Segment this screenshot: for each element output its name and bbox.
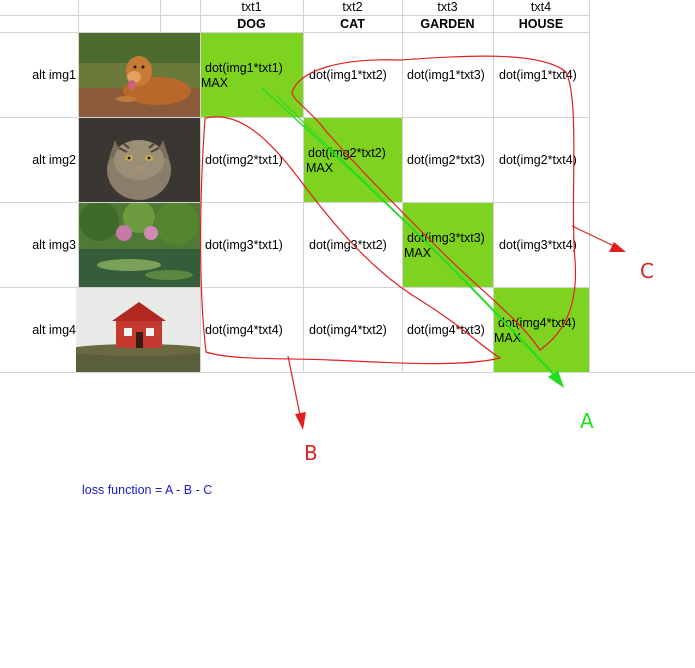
cell-img2-txt4[interactable]: dot(img2*txt4) [499, 153, 577, 167]
cell-img4-txt3[interactable]: dot(img4*txt3) [407, 323, 485, 337]
cell-img3-txt1[interactable]: dot(img3*txt1) [205, 238, 283, 252]
annotation-label-b: B [304, 441, 318, 465]
row-label-img3[interactable]: alt img3 [32, 238, 76, 252]
column-id-txt2[interactable]: txt2 [342, 0, 363, 14]
column-id-txt1[interactable]: txt1 [241, 0, 262, 14]
column-name-house[interactable]: HOUSE [518, 17, 564, 31]
house-photo [76, 288, 200, 372]
gridline [589, 0, 590, 372]
gridline [160, 0, 161, 32]
cell-value: dot(img2*txt2) [308, 146, 386, 160]
max-label: MAX [404, 246, 432, 260]
gridline [0, 32, 590, 33]
cell-value: dot(img1*txt1) [205, 61, 283, 75]
row-label-img2[interactable]: alt img2 [32, 153, 76, 167]
cell-img4-txt2[interactable]: dot(img4*txt2) [309, 323, 387, 337]
gridline [78, 0, 79, 372]
annotation-label-a: A [580, 409, 594, 433]
cell-value: dot(img3*txt3) [407, 231, 485, 245]
max-label: MAX [306, 161, 334, 175]
cell-value: dot(img4*txt4) [498, 316, 576, 330]
cell-img3-txt4[interactable]: dot(img3*txt4) [499, 238, 577, 252]
gridline [0, 372, 695, 373]
cell-img2-txt2[interactable]: dot(img2*txt2) MAX [304, 118, 402, 202]
annotation-label-c: C [640, 259, 654, 283]
max-label: MAX [201, 76, 229, 90]
cell-img1-txt2[interactable]: dot(img1*txt2) [309, 68, 387, 82]
cat-photo [79, 118, 200, 202]
gridline [0, 15, 590, 16]
column-id-txt3[interactable]: txt3 [437, 0, 458, 14]
row-label-img1[interactable]: alt img1 [32, 68, 76, 82]
cell-img2-txt1[interactable]: dot(img2*txt1) [205, 153, 283, 167]
column-id-txt4[interactable]: txt4 [530, 0, 552, 14]
column-name-dog[interactable]: DOG [237, 17, 266, 31]
column-name-cat[interactable]: CAT [340, 17, 365, 31]
cell-img1-txt1[interactable]: dot(img1*txt1) MAX [201, 33, 303, 117]
cell-img1-txt4[interactable]: dot(img1*txt4) [499, 68, 577, 82]
cell-img3-txt2[interactable]: dot(img3*txt2) [309, 238, 387, 252]
column-name-garden[interactable]: GARDEN [420, 17, 475, 31]
loss-function-text: loss function = A - B - C [82, 483, 213, 497]
cell-img3-txt3[interactable]: dot(img3*txt3) MAX [403, 203, 493, 287]
cell-img4-txt1[interactable]: dot(img4*txt4) [205, 323, 283, 337]
row-label-img4[interactable]: alt img4 [32, 323, 76, 337]
cell-img4-txt4[interactable]: dot(img4*txt4) MAX [494, 288, 589, 372]
cell-img1-txt3[interactable]: dot(img1*txt3) [407, 68, 485, 82]
cell-img2-txt3[interactable]: dot(img2*txt3) [407, 153, 485, 167]
max-label: MAX [494, 331, 522, 345]
dog-photo [79, 33, 200, 117]
garden-photo [79, 203, 200, 287]
